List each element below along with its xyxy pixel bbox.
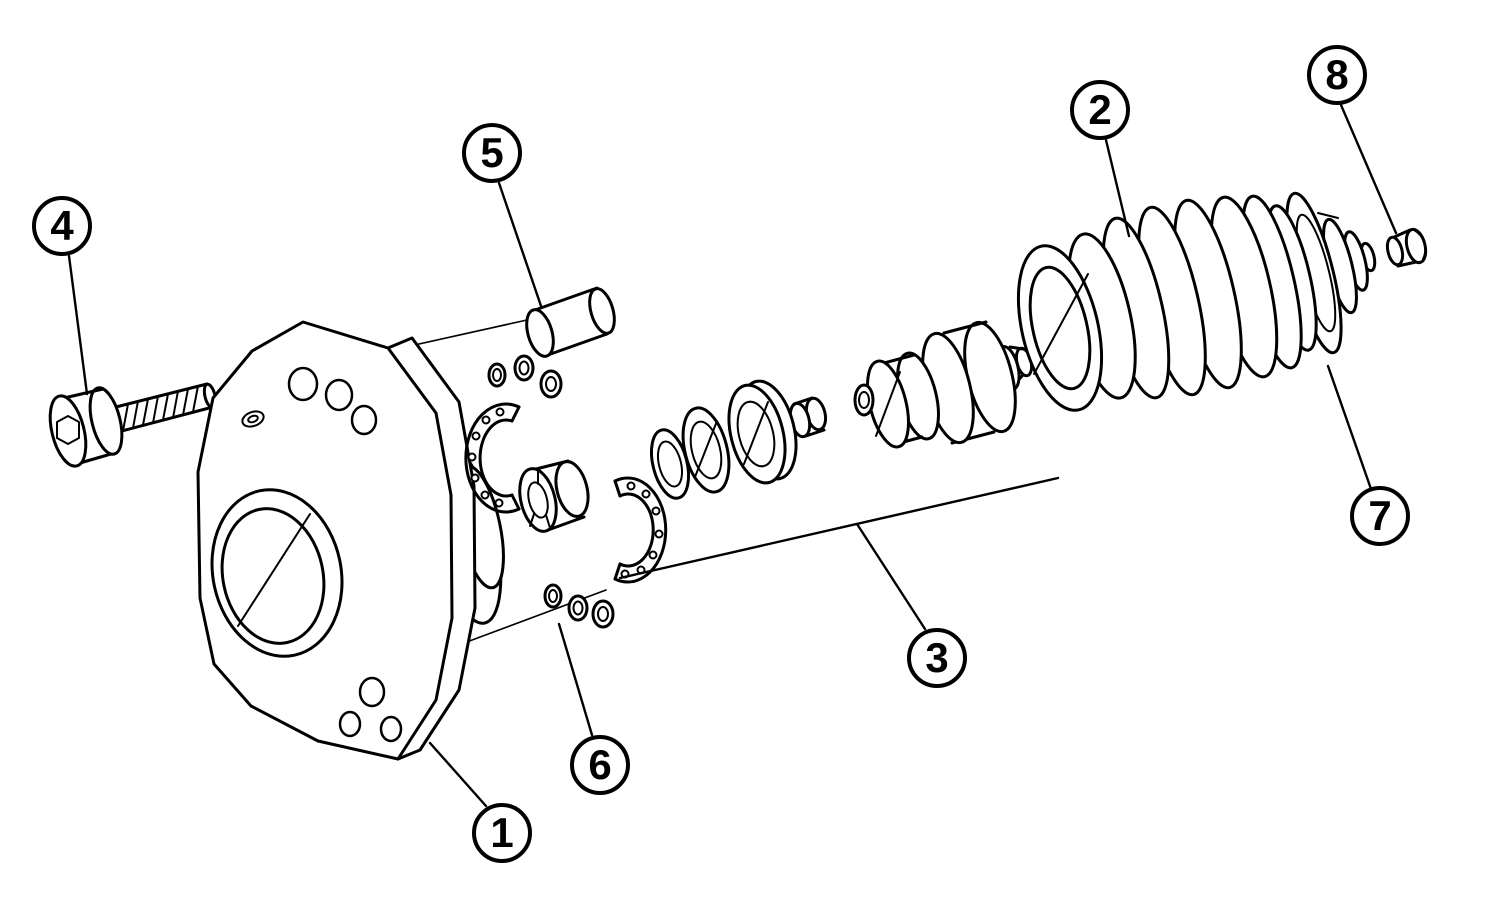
part-socket-head-cap-screw	[48, 382, 218, 468]
callout-2-label: 2	[1088, 86, 1112, 133]
leader-6	[557, 622, 594, 737]
o-rings-upper-group	[487, 354, 563, 399]
part-collet	[518, 459, 590, 533]
washer-seal-stack	[649, 379, 828, 500]
callout-7-label: 7	[1368, 492, 1392, 539]
callout-4-label: 4	[50, 202, 74, 249]
leader-8	[1339, 103, 1398, 235]
callout-1-label: 1	[490, 809, 514, 856]
part-end-cap-ring	[1285, 191, 1377, 355]
leader-4	[67, 254, 89, 396]
hex-socket	[56, 415, 80, 445]
part-piston-assembly	[853, 320, 1034, 449]
leader-3	[855, 522, 927, 631]
part-cylinder-body	[1016, 194, 1318, 412]
callout-5: 5	[462, 123, 522, 183]
retainer-half-ring-right	[613, 476, 668, 584]
callout-3-label: 3	[925, 634, 949, 681]
part-cylindrical-pin	[525, 286, 616, 358]
part-mounting-flange-housing	[196, 320, 505, 761]
callout-4: 4	[32, 196, 92, 256]
callout-5-label: 5	[480, 129, 504, 176]
bracket-3	[618, 476, 1060, 580]
callout-2: 2	[1070, 80, 1130, 140]
bore-outer	[210, 488, 344, 658]
callout-8: 8	[1307, 45, 1367, 105]
leader-lines	[67, 103, 1398, 808]
callout-6-label: 6	[588, 741, 612, 788]
part-plug-screw	[1385, 227, 1428, 268]
retainer-half-ring-left	[464, 402, 521, 514]
callout-1: 1	[472, 803, 532, 863]
leader-5	[497, 181, 543, 308]
leader-1	[428, 741, 488, 808]
callout-7: 7	[1350, 486, 1410, 546]
leader-7	[1326, 364, 1373, 491]
callout-6: 6	[570, 735, 630, 795]
part-o-rings-lower-group	[543, 583, 615, 629]
leader-2	[1104, 138, 1131, 238]
callout-8-label: 8	[1325, 51, 1349, 98]
bore-inner	[220, 507, 326, 645]
callout-3: 3	[907, 628, 967, 688]
